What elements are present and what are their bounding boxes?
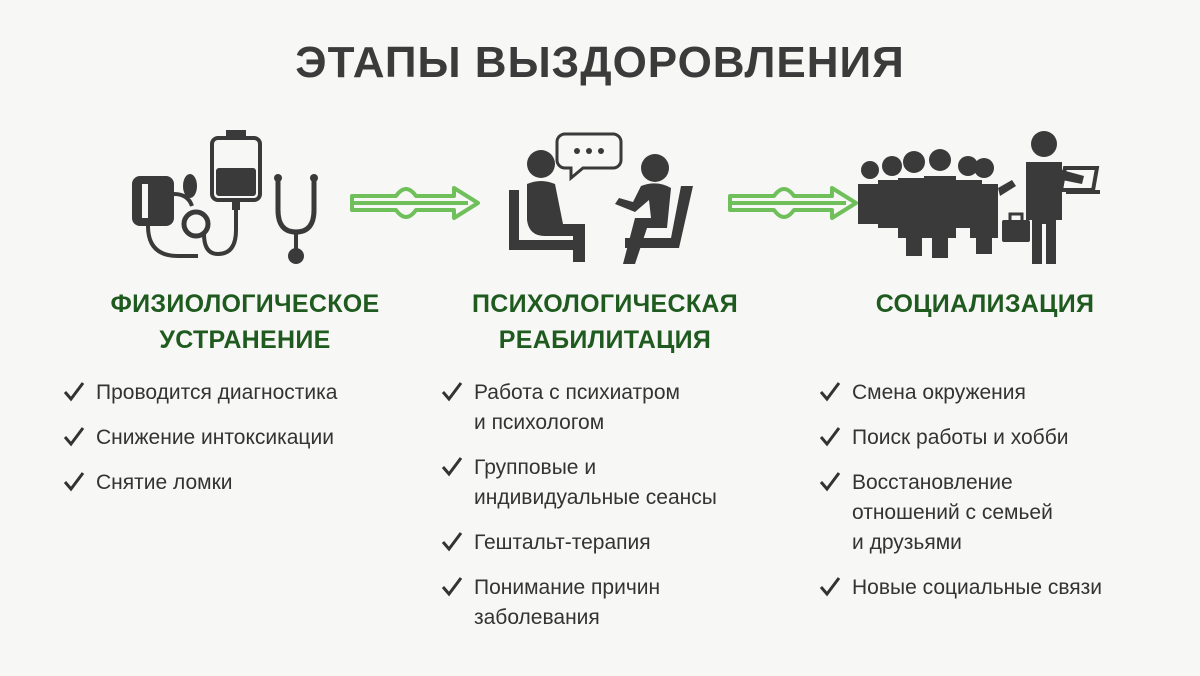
medical-equipment-icon [128, 128, 328, 268]
list-item: Восстановление отношений с семьей и друз… [818, 468, 1188, 558]
check-icon [63, 472, 85, 492]
page-title: ЭТАПЫ ВЫЗДОРОВЛЕНИЯ [295, 38, 905, 87]
check-icon [819, 382, 841, 402]
stage-list-physiological: Проводится диагностика Снижение интоксик… [62, 378, 402, 513]
stage-list-socialization: Смена окружения Поиск работы и хобби Вос… [818, 378, 1188, 618]
list-item: Понимание причин заболевания [440, 573, 780, 633]
people-group-icon [856, 128, 1106, 268]
list-item: Поиск работы и хобби [818, 423, 1188, 453]
list-item: Работа с психиатром и психологом [440, 378, 780, 438]
check-icon [441, 532, 463, 552]
check-icon [819, 427, 841, 447]
list-item: Групповые и индивидуальные сеансы [440, 453, 780, 513]
stage-list-psychological: Работа с психиатром и психологом Группов… [440, 378, 780, 648]
stage-title-socialization: СОЦИАЛИЗАЦИЯ [875, 290, 1095, 318]
check-icon [819, 577, 841, 597]
stage-title-psychological: ПСИХОЛОГИЧЕСКАЯ РЕАБИЛИТАЦИЯ [471, 290, 739, 354]
check-icon [441, 457, 463, 477]
list-item: Смена окружения [818, 378, 1188, 408]
stage-title-physiological: ФИЗИОЛОГИЧЕСКОЕ УСТРАНЕНИЕ [110, 290, 380, 354]
check-icon [819, 472, 841, 492]
check-icon [63, 427, 85, 447]
list-item: Снятие ломки [62, 468, 402, 498]
therapy-session-icon [505, 128, 705, 268]
list-item: Новые социальные связи [818, 573, 1188, 603]
list-item: Проводится диагностика [62, 378, 402, 408]
list-item: Снижение интоксикации [62, 423, 402, 453]
list-item: Гештальт-терапия [440, 528, 780, 558]
check-icon [441, 382, 463, 402]
arrow-right-icon [728, 178, 860, 233]
check-icon [63, 382, 85, 402]
arrow-right-icon [350, 178, 482, 233]
check-icon [441, 577, 463, 597]
